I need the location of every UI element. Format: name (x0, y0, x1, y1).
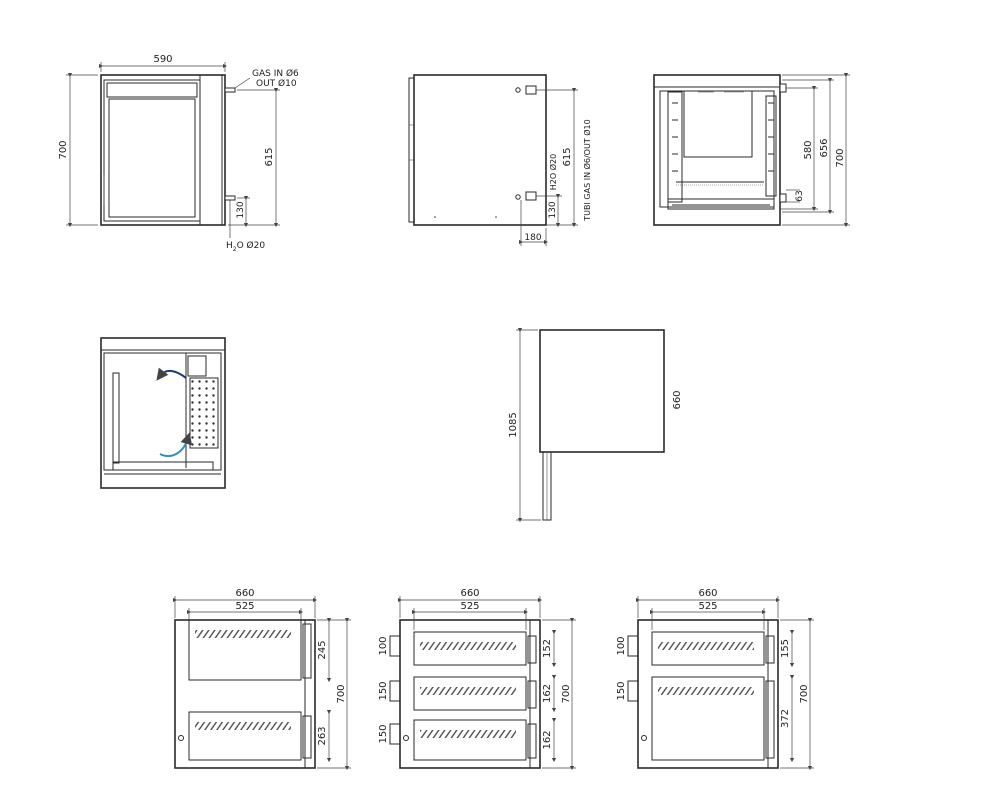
drawer-inner-width: 525 (235, 601, 254, 612)
drawer-left-label: 150 (616, 681, 627, 700)
drawer-height-label: 245 (317, 640, 328, 659)
drawer-height-label: 155 (780, 639, 791, 658)
drawer-height-label: 263 (317, 726, 328, 745)
drawer-overall-width: 660 (460, 588, 479, 599)
gas-out-label: OUT Ø10 (256, 78, 297, 89)
front-height-label: 700 (58, 140, 69, 159)
side-low-label: 130 (548, 201, 558, 218)
drawer-left-label: 150 (378, 724, 389, 743)
top-depth-label: 660 (672, 390, 683, 409)
side-view: 615 130 H2O Ø20 TUBI GAS IN Ø6/OUT Ø10 1… (408, 74, 592, 246)
section-view: 580 656 700 63 (653, 72, 850, 228)
side-h2o-label: H2O Ø20 (548, 154, 558, 190)
top-length-label: 1085 (508, 412, 519, 437)
drawer-overall-height: 700 (561, 684, 572, 703)
drawer-overall-height: 700 (336, 684, 347, 703)
drawer-height-label: 372 (780, 709, 791, 728)
front-width-label: 590 (153, 54, 172, 65)
drawer-overall-width: 660 (698, 588, 717, 599)
top-view: 1085 660 (508, 327, 683, 523)
interior-view (100, 337, 226, 489)
drawer-left-label: 100 (616, 636, 627, 655)
section-63-label: 63 (795, 190, 805, 201)
section-580-label: 580 (803, 140, 814, 159)
drawer-inner-width: 525 (460, 601, 479, 612)
drawer-views: 660 525 245 263 700 660 525 152 100 162 150 162 150 7… (172, 588, 814, 771)
drawer-overall-height: 700 (799, 684, 810, 703)
drawer-height-label: 162 (542, 730, 553, 749)
section-656-label: 656 (819, 138, 830, 157)
drawer-inner-width: 525 (698, 601, 717, 612)
section-700-label: 700 (835, 148, 846, 167)
side-height-label: 615 (562, 147, 573, 166)
drawer-height-label: 152 (542, 639, 553, 658)
drawer-view-2: 660 525 152 100 162 150 162 150 700 (378, 588, 576, 771)
drawer-left-label: 150 (378, 681, 389, 700)
drawer-view-1: 660 525 245 263 700 (172, 588, 351, 771)
drawer-view-3: 660 525 155 100 372 150 700 (616, 588, 814, 771)
side-offset-label: 180 (524, 233, 541, 243)
front-view: 590 700 615 130 GAS IN Ø6 OUT Ø10 H2O Ø2… (58, 54, 299, 253)
drawer-overall-width: 660 (235, 588, 254, 599)
side-tubes-label: TUBI GAS IN Ø6/OUT Ø10 (582, 119, 592, 221)
front-low-pipe-label: 130 (236, 201, 246, 218)
drawer-height-label: 162 (542, 684, 553, 703)
drawer-left-label: 100 (378, 636, 389, 655)
h2o-label: H2O Ø20 (226, 240, 265, 253)
front-pipe-height-label: 615 (264, 147, 275, 166)
gas-in-label: GAS IN Ø6 (252, 68, 299, 79)
